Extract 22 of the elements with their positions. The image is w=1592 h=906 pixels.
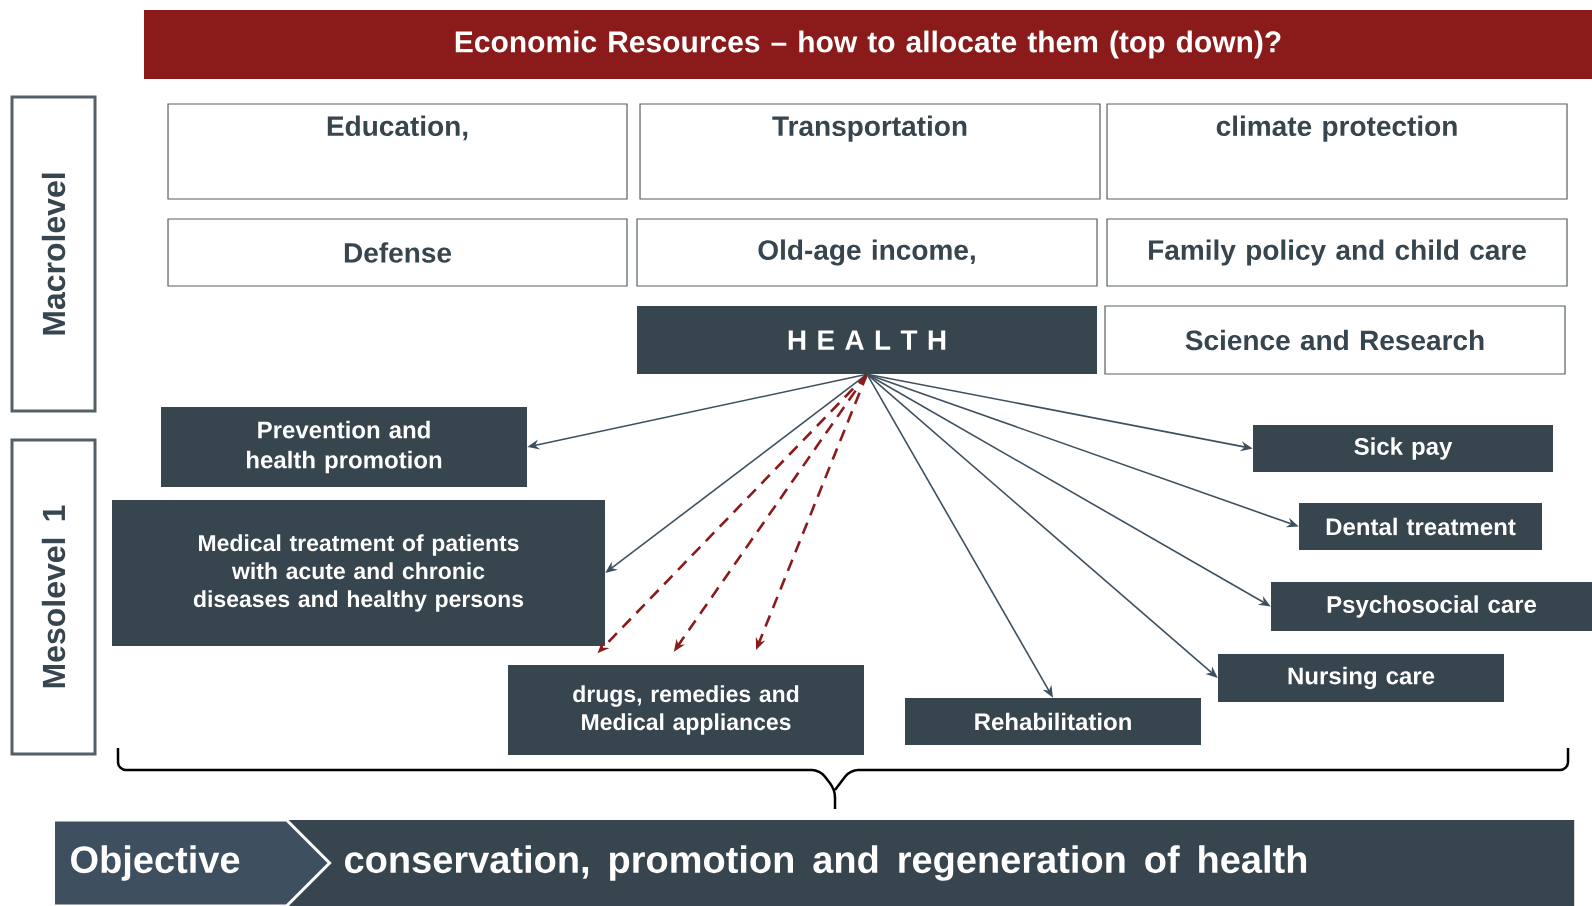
service-box: Sick pay xyxy=(1253,425,1553,472)
service-box: Rehabilitation xyxy=(905,698,1201,745)
service-box: Prevention and health promotion xyxy=(161,407,527,487)
category-box: Education, xyxy=(167,103,628,200)
category-box: Old-age income, xyxy=(636,218,1098,287)
category-box: Transportation xyxy=(639,103,1101,200)
service-box: Dental treatment xyxy=(1299,503,1542,550)
health-box: H E A L T H xyxy=(637,306,1097,374)
level-box: Mesolevel 1 xyxy=(10,438,97,756)
category-box: Defense xyxy=(167,218,628,287)
title-banner: Economic Resources – how to allocate them (top down)? xyxy=(144,10,1592,79)
category-box: Family policy and child care xyxy=(1106,218,1568,287)
category-box: Science and Research xyxy=(1104,305,1566,375)
service-box: Nursing care xyxy=(1218,654,1504,702)
objective-chevron: Objective xyxy=(52,818,332,906)
category-box: climate protection xyxy=(1106,103,1568,200)
objective-band: conservation, promotion and regeneration of health xyxy=(284,820,1575,906)
service-box: Medical treatment of patients with acute and chronic diseases and healthy persons xyxy=(112,500,605,646)
arrow xyxy=(866,373,1218,678)
service-box: Psychosocial care xyxy=(1271,582,1592,631)
level-box: Macrolevel xyxy=(10,95,97,413)
service-box: drugs, remedies and Medical appliances xyxy=(508,665,864,755)
